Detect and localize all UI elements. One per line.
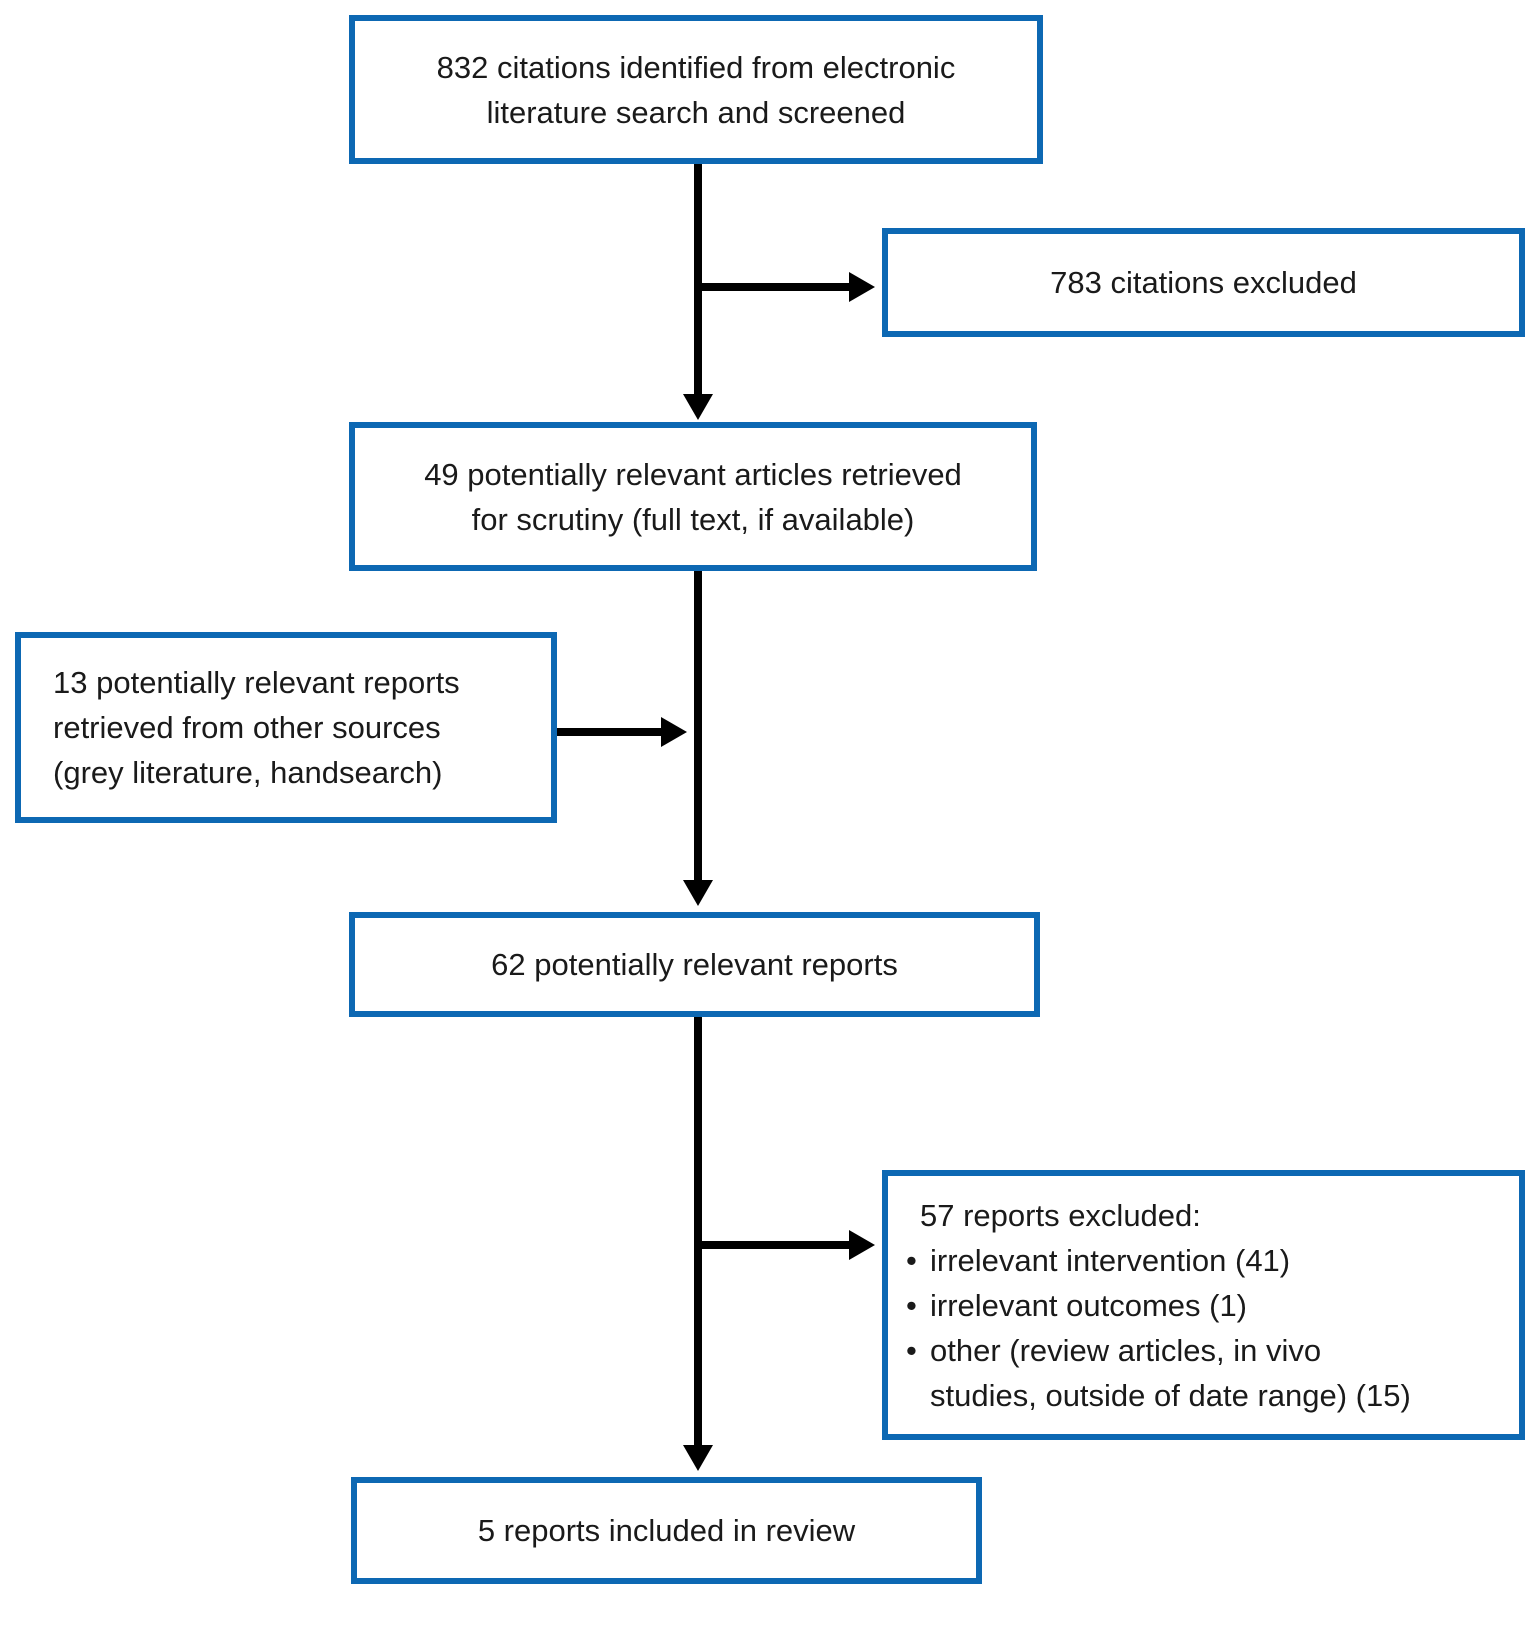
box-combined-reports-text: 62 potentially relevant reports <box>491 947 898 982</box>
box-articles-retrieved-text: 49 potentially relevant articles retriev… <box>424 456 962 537</box>
arrow-to-reports-excluded <box>698 1230 875 1260</box>
arrow-retrieved-to-combined <box>683 568 713 906</box>
arrow-other-sources-to-junction <box>554 717 687 747</box>
arrow-identified-to-retrieved <box>683 161 713 420</box>
exclusion-reason-item: • irrelevant outcomes (1) <box>906 1283 1247 1328</box>
box-combined-reports: 62 potentially relevant reports <box>349 912 1040 1017</box>
box-citations-excluded: 783 citations excluded <box>882 228 1525 337</box>
box-reports-excluded-title: 57 reports excluded: <box>920 1197 1201 1233</box>
bullet-icon: • <box>906 1287 917 1323</box>
box-other-sources: 13 potentially relevant reports retrieve… <box>15 632 557 823</box>
exclusion-reason-text: irrelevant outcomes (1) <box>930 1287 1248 1323</box>
exclusion-reason-item: • irrelevant intervention (41) <box>906 1238 1290 1283</box>
arrow-to-citations-excluded <box>698 272 875 302</box>
box-articles-retrieved: 49 potentially relevant articles retriev… <box>349 422 1037 571</box>
box-citations-identified-text: 832 citations identified from electronic… <box>436 49 956 130</box>
box-citations-identified: 832 citations identified from electronic… <box>349 15 1043 164</box>
box-citations-excluded-text: 783 citations excluded <box>1050 265 1357 300</box>
box-reports-included: 5 reports included in review <box>351 1477 982 1584</box>
box-reports-excluded: 57 reports excluded: • irrelevant interv… <box>882 1170 1525 1440</box>
box-reports-included-text: 5 reports included in review <box>477 1513 856 1548</box>
bullet-icon: • <box>906 1242 917 1278</box>
box-other-sources-text: 13 potentially relevant reports retrieve… <box>53 665 460 790</box>
exclusion-reason-text: irrelevant intervention (41) <box>930 1242 1291 1278</box>
arrow-combined-to-included <box>683 1014 713 1471</box>
bullet-icon: • <box>906 1332 917 1368</box>
exclusion-reason-text: other (review articles, in vivo studies,… <box>930 1332 1411 1413</box>
exclusion-reason-item: • other (review articles, in vivo studie… <box>906 1328 1411 1418</box>
